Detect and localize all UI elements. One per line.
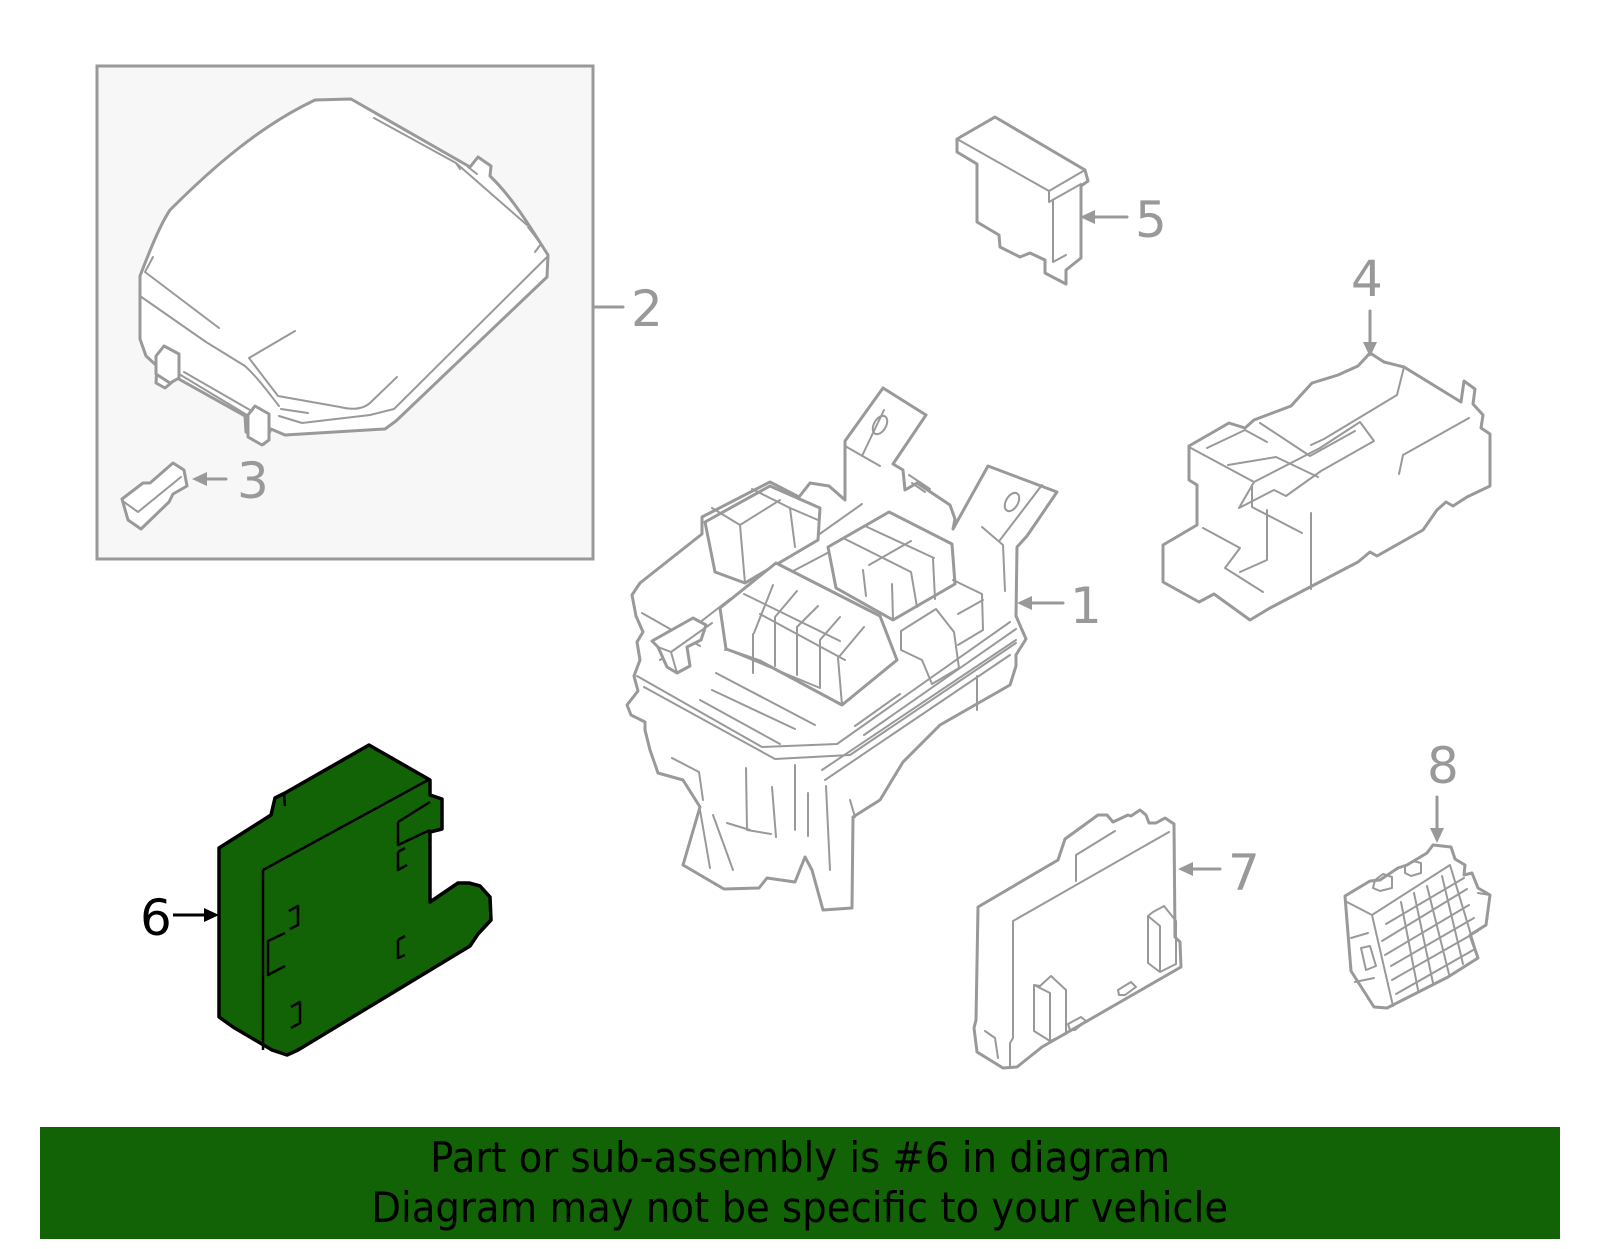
svg-text:8: 8 bbox=[1427, 737, 1459, 795]
callout-6[interactable]: 6 bbox=[140, 889, 219, 947]
callout-8[interactable]: 8 bbox=[1427, 737, 1459, 843]
part-1-fuse-box-drawing[interactable] bbox=[625, 386, 1059, 912]
part-2-cover-drawing[interactable] bbox=[138, 97, 550, 447]
banner-line-disclaimer: Diagram may not be specific to your vehi… bbox=[371, 1183, 1229, 1232]
svg-text:5: 5 bbox=[1135, 191, 1167, 249]
info-banner: Part or sub-assembly is #6 in diagram Di… bbox=[40, 1127, 1560, 1239]
svg-text:3: 3 bbox=[237, 452, 269, 510]
svg-text:4: 4 bbox=[1351, 250, 1383, 308]
part-3-clip-drawing[interactable] bbox=[120, 461, 189, 531]
callout-2[interactable]: 2 bbox=[593, 280, 663, 338]
callout-4[interactable]: 4 bbox=[1351, 250, 1383, 357]
callout-1[interactable]: 1 bbox=[1017, 577, 1102, 635]
banner-line-part-number: Part or sub-assembly is #6 in diagram bbox=[430, 1133, 1170, 1182]
svg-text:2: 2 bbox=[631, 280, 663, 338]
svg-text:1: 1 bbox=[1070, 577, 1102, 635]
part-7-control-module-drawing[interactable] bbox=[972, 808, 1183, 1070]
callout-5[interactable]: 5 bbox=[1080, 191, 1167, 249]
callout-7[interactable]: 7 bbox=[1178, 844, 1260, 902]
svg-text:7: 7 bbox=[1228, 844, 1260, 902]
part-8-connector-drawing[interactable] bbox=[1343, 843, 1492, 1010]
part-5-fuse-drawing[interactable] bbox=[955, 115, 1090, 286]
part-6-module-drawing-highlighted[interactable] bbox=[217, 743, 493, 1057]
svg-text:6: 6 bbox=[140, 889, 172, 947]
callout-3[interactable]: 3 bbox=[192, 452, 269, 510]
part-4-relay-block-drawing[interactable] bbox=[1161, 351, 1492, 622]
